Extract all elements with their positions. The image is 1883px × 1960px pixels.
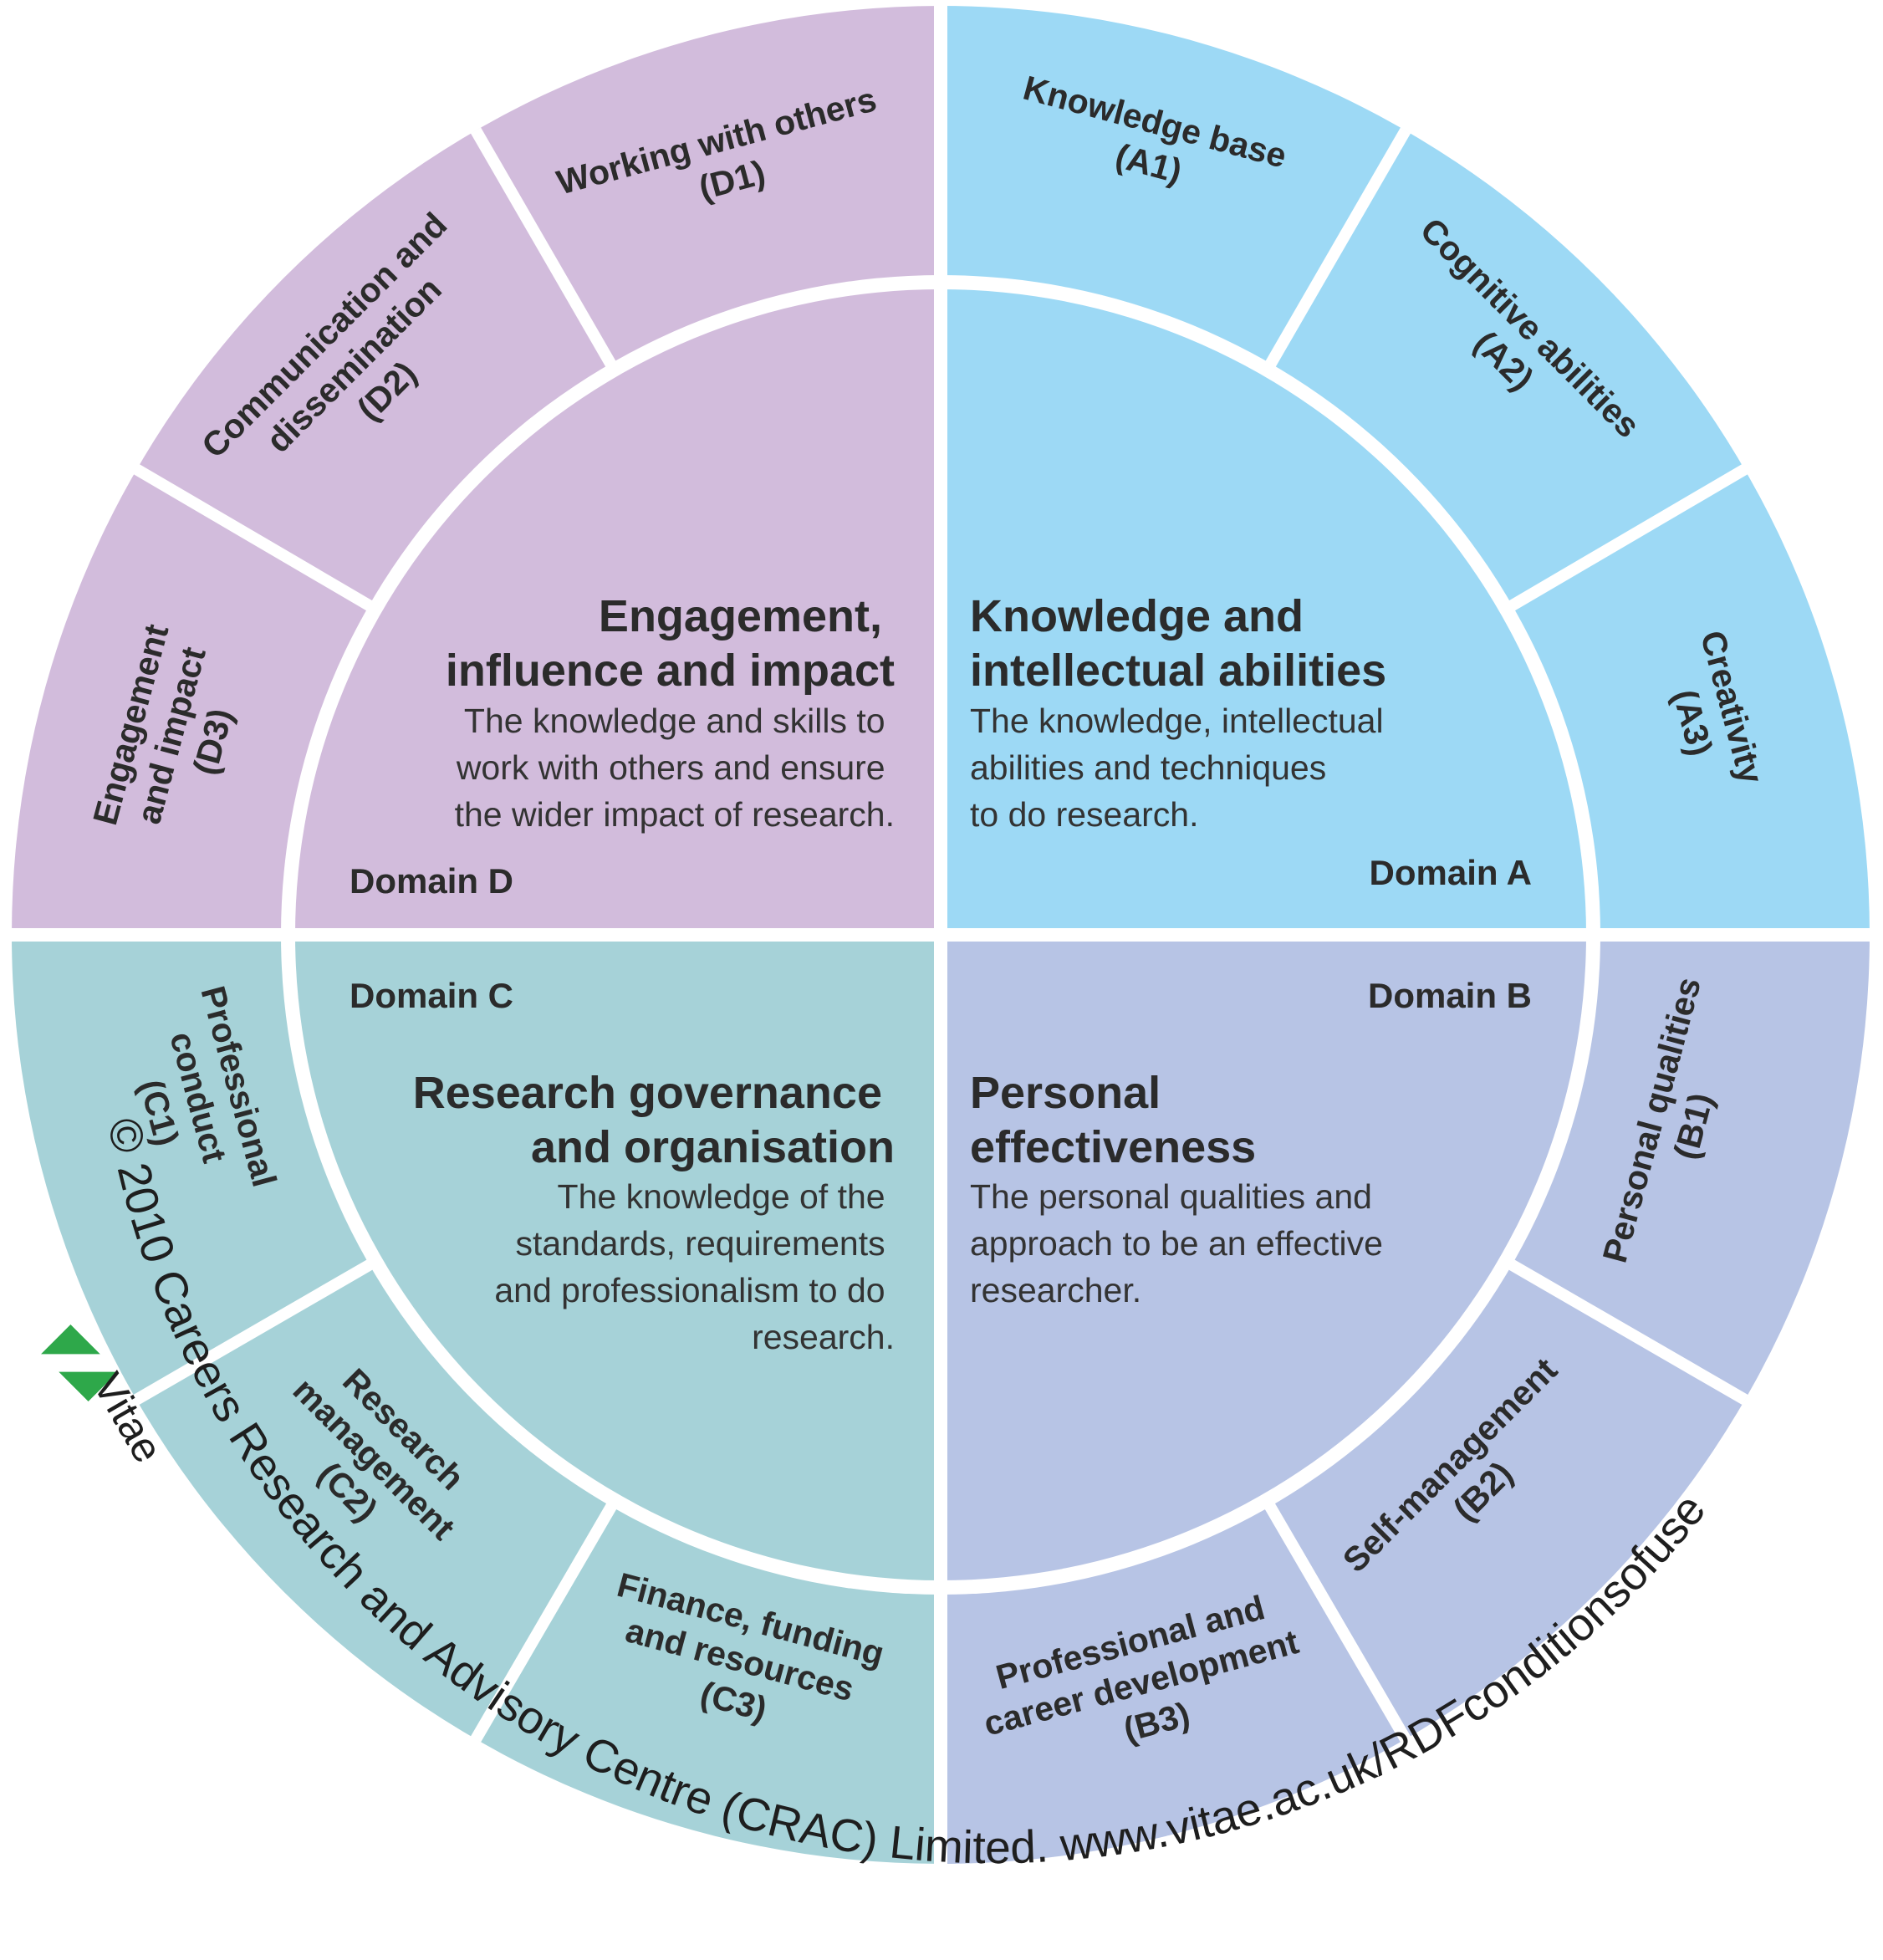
vitae-logo-icon bbox=[41, 1325, 118, 1401]
inner-quadrant-a bbox=[941, 289, 1586, 935]
domain-a-title: Knowledge and intellectual abilities bbox=[970, 591, 1386, 696]
domain-d-label: Domain D bbox=[350, 861, 513, 901]
inner-quadrant-b bbox=[941, 935, 1586, 1580]
inner-quadrant-d bbox=[295, 289, 941, 935]
segment-separator-d2-d1 bbox=[470, 127, 618, 370]
segment-separator-c2-c1 bbox=[133, 1258, 374, 1406]
domain-b-title: Personal effectiveness bbox=[970, 1068, 1256, 1172]
inner-quadrant-c bbox=[295, 935, 941, 1580]
domain-b-description: The personal qualities and approach to b… bbox=[970, 1177, 1392, 1309]
segment-separator-a1-a2 bbox=[1263, 127, 1411, 370]
domain-c-title: Research governance and organisation bbox=[413, 1068, 895, 1172]
segment-separator-a2-a3 bbox=[1508, 463, 1748, 612]
domain-c-content: Domain C Research governance and organis… bbox=[350, 976, 895, 1356]
domain-d-content: Engagement, influence and impact The kno… bbox=[350, 591, 895, 901]
segment-separator-b1-b2 bbox=[1508, 1258, 1748, 1406]
domain-c-label: Domain C bbox=[350, 976, 513, 1015]
domain-b-label: Domain B bbox=[1368, 976, 1532, 1015]
domain-d-title: Engagement, influence and impact bbox=[446, 591, 895, 696]
domain-b-content: Domain B Personal effectiveness The pers… bbox=[970, 976, 1532, 1309]
segment-separator-c3-c2 bbox=[470, 1502, 618, 1743]
domain-d-description: The knowledge and skills to work with ot… bbox=[455, 702, 895, 834]
domain-a-label: Domain A bbox=[1370, 853, 1532, 892]
domain-a-content: Knowledge and intellectual abilities The… bbox=[970, 591, 1532, 892]
segment-separator-b2-b3 bbox=[1263, 1502, 1411, 1743]
segment-separator-d3-d2 bbox=[133, 463, 374, 612]
domain-a-description: The knowledge, intellectual abilities an… bbox=[970, 702, 1393, 834]
domain-c-description: The knowledge of the standards, requirem… bbox=[494, 1177, 895, 1356]
